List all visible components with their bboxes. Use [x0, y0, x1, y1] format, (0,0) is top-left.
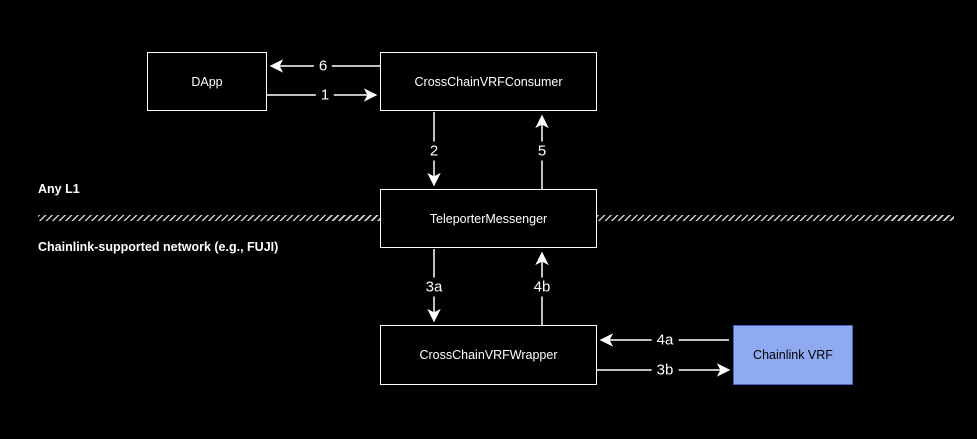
edge-label-3a: 3a [420, 277, 448, 297]
network-divider-left [38, 215, 380, 221]
edge-label-4a: 4a [651, 330, 679, 350]
edge-label-1: 1 [315, 85, 335, 105]
edge-label-4b: 4b [528, 277, 556, 297]
node-dapp: DApp [147, 52, 267, 111]
node-teleportermessenger: TeleporterMessenger [380, 189, 597, 248]
region-label-any-l1: Any L1 [38, 182, 80, 196]
edge-label-2: 2 [424, 141, 444, 161]
region-label-chainlink-network: Chainlink-supported network (e.g., FUJI) [38, 240, 279, 254]
node-chainlink-vrf: Chainlink VRF [733, 325, 853, 385]
edge-label-6: 6 [313, 56, 333, 76]
edge-label-3b: 3b [651, 360, 679, 380]
network-divider-right [597, 215, 954, 221]
node-crosschainvrfwrapper: CrossChainVRFWrapper [380, 325, 597, 385]
node-crosschainvrfconsumer: CrossChainVRFConsumer [380, 52, 597, 111]
edge-label-5: 5 [532, 141, 552, 161]
